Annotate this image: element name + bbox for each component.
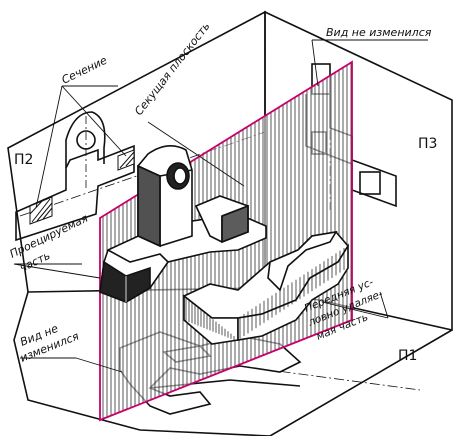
label-view-unchanged-right: Вид не изменился [326,26,432,39]
leader-lines [13,39,428,373]
removed-part-hatch [185,248,345,340]
projected-part-solid [99,145,267,303]
plane-p3-label: П3 [418,136,437,152]
plane-p1-label: П1 [398,348,417,364]
plane-labels: П2 П3 П1 [14,136,437,364]
label-section: Сечение [60,54,110,87]
removed-part-solid [182,230,349,345]
plane-p2-label: П2 [14,152,33,168]
plane-p1-outline [13,291,453,436]
p2-hatch [29,149,135,225]
p2-front-view [15,111,135,242]
label-cutting-plane: Секущая плоскость [132,20,213,118]
